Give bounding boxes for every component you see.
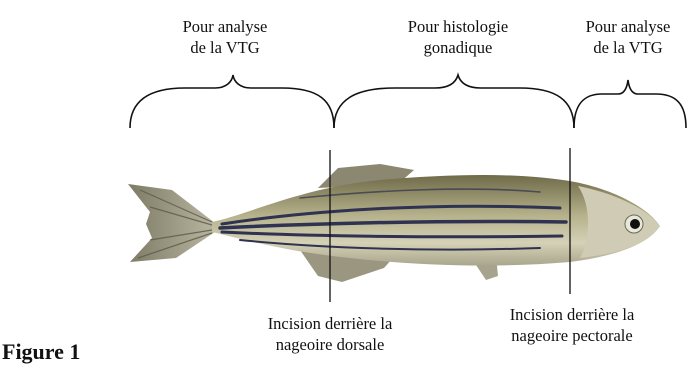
- figure-label: Figure 1: [2, 339, 80, 365]
- brace-left: [130, 75, 334, 128]
- fish-pupil: [630, 219, 640, 229]
- zebrafish-illustration: [128, 164, 660, 282]
- caudal-fin: [128, 184, 215, 262]
- brace-right: [574, 80, 686, 128]
- incision-label-dorsal: Incision derrière la nageoire dorsale: [240, 313, 420, 355]
- brace-middle: [334, 75, 574, 128]
- incision-label-pectoral: Incision derrière la nageoire pectorale: [482, 304, 662, 346]
